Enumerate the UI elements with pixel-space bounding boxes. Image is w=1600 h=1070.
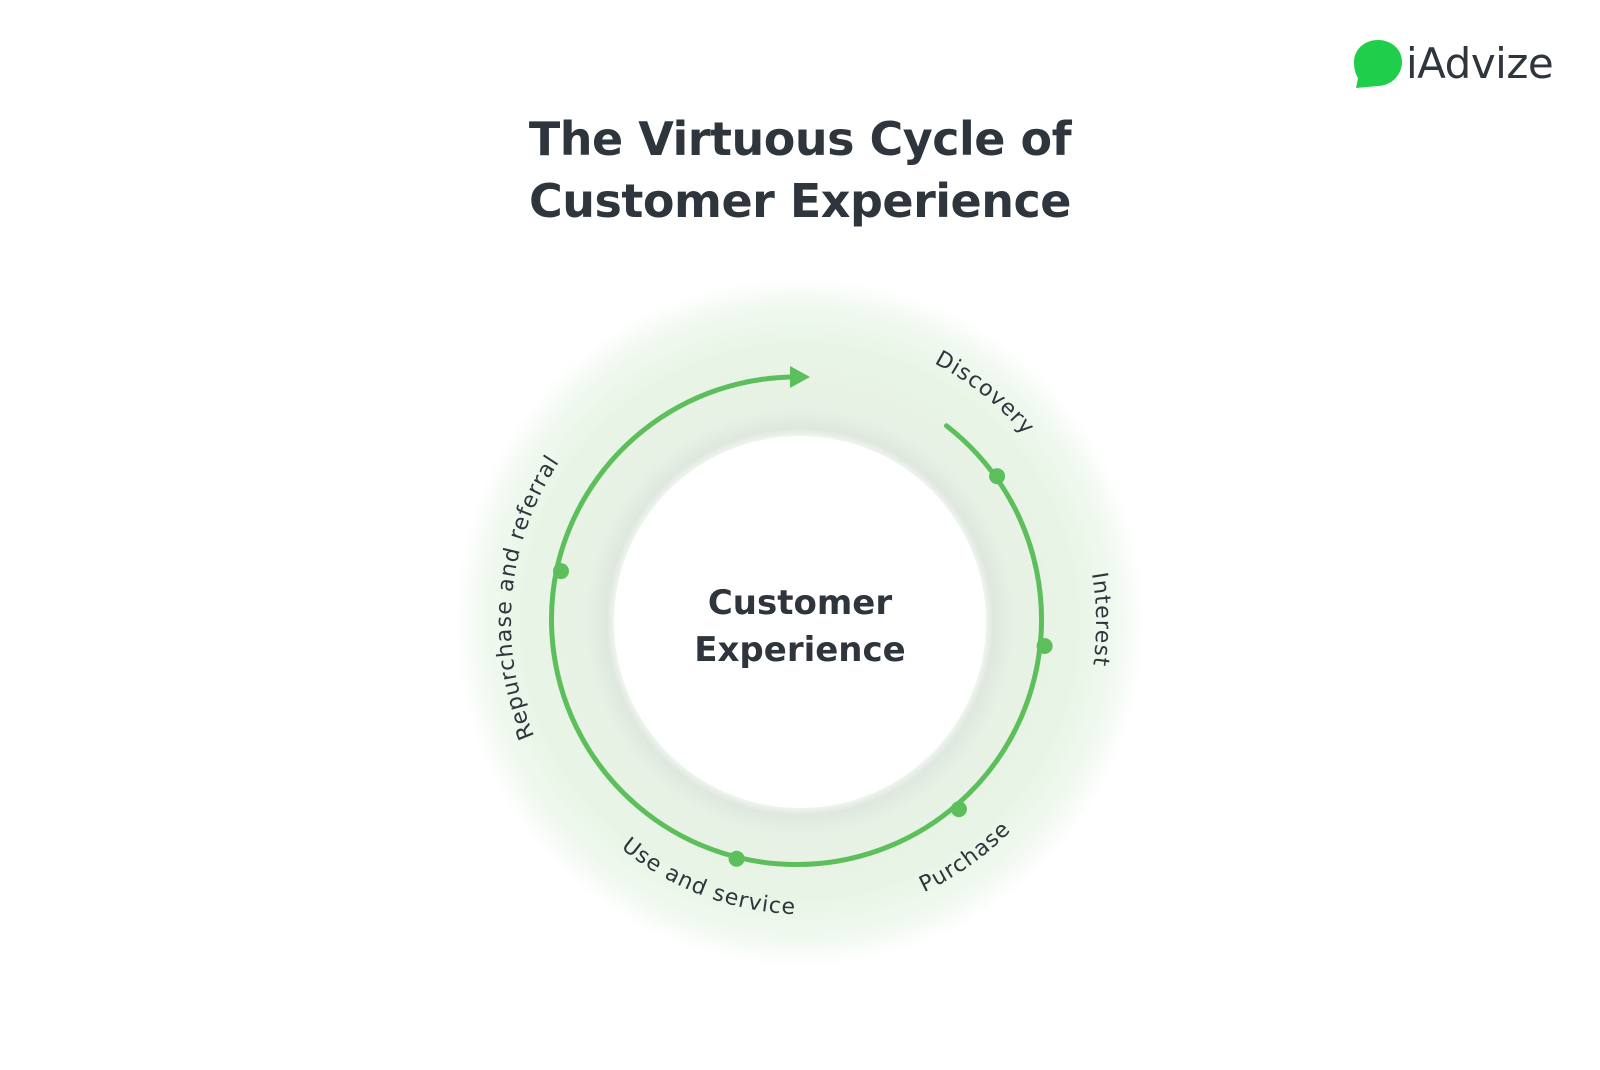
logo-wordmark: iAdvize <box>1406 39 1554 88</box>
stage-dot-purchase <box>950 801 967 818</box>
chat-bubble-icon <box>1354 40 1402 88</box>
center-label-line-1: Customer <box>708 583 892 623</box>
cycle-arc <box>549 423 1044 868</box>
arrow-head-icon <box>790 366 810 388</box>
stage-dot-use <box>728 850 745 867</box>
center-label-line-2: Experience <box>694 630 905 670</box>
stage-dot-discovery <box>989 468 1006 485</box>
return-arc <box>554 374 800 571</box>
iadvize-logo: iAdvize <box>1352 36 1562 92</box>
stage-dot-interest <box>1036 638 1053 654</box>
page-title: The Virtuous Cycle of Customer Experienc… <box>400 108 1200 232</box>
title-line-1: The Virtuous Cycle of <box>528 112 1072 166</box>
stage-dot-repurchase <box>553 563 569 580</box>
inner-disc <box>614 436 986 808</box>
title-line-2: Customer Experience <box>529 174 1071 228</box>
